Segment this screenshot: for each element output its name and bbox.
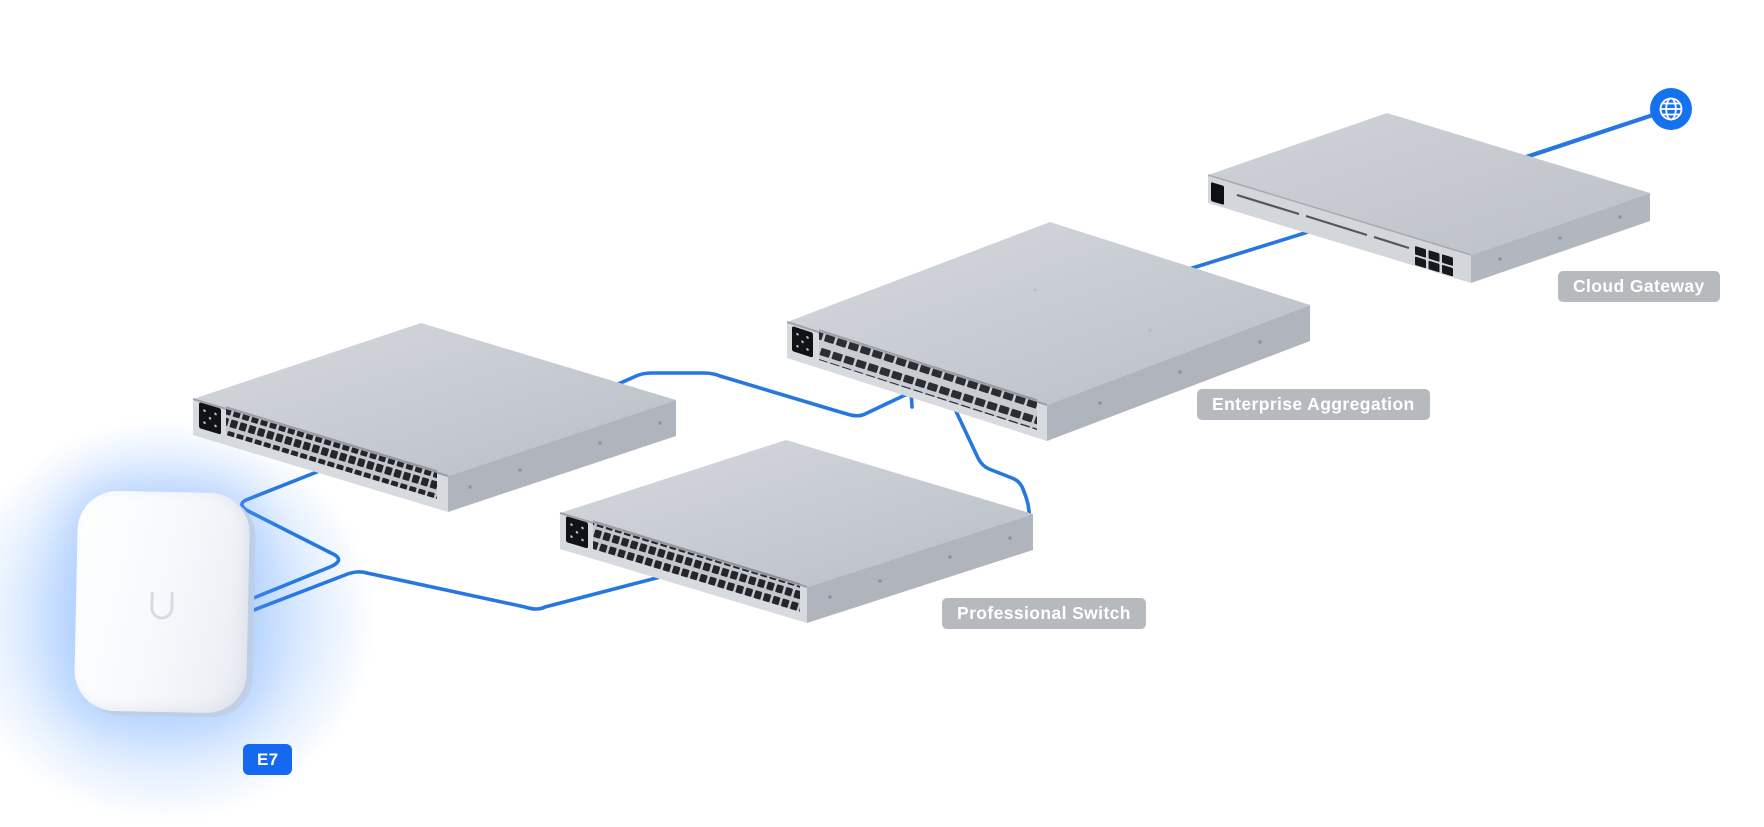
- globe-icon: [1650, 88, 1692, 130]
- side-screws: [468, 421, 662, 489]
- e7-badge: E7: [243, 744, 293, 775]
- e7-body: [73, 490, 251, 714]
- cable-aggregation-gateway: [1184, 230, 1310, 272]
- port-strip: [226, 409, 437, 499]
- side-face: [807, 514, 1033, 623]
- cable-e7-switch1: [240, 464, 341, 603]
- professional-switch-2: [559, 440, 1033, 623]
- side-screws: [828, 536, 1012, 599]
- top-face: [787, 222, 1310, 405]
- port-strip: [819, 332, 1037, 430]
- vent-slots: [1236, 193, 1410, 250]
- side-face: [448, 400, 676, 512]
- side-screws: [1098, 340, 1262, 405]
- front-face: [1208, 175, 1471, 283]
- status-screen: [566, 516, 588, 549]
- top-face: [560, 440, 1033, 587]
- enterprise-aggregation-switch: [786, 222, 1310, 441]
- status-screen: [792, 326, 813, 358]
- port-cluster: [1415, 246, 1453, 277]
- side-screws: [1498, 215, 1622, 261]
- cloud-gateway-device: [1207, 113, 1650, 283]
- label-cloud-gateway: Cloud Gateway: [1558, 271, 1720, 302]
- label-professional-switch: Professional Switch: [942, 598, 1146, 629]
- e7-access-point: [73, 490, 257, 718]
- cable-aggregation-switch2: [944, 388, 1032, 520]
- ubiquiti-logo-icon: [150, 591, 174, 620]
- professional-switch-1: [192, 323, 676, 512]
- side-face: [1047, 305, 1310, 441]
- status-screen: [199, 402, 221, 435]
- top-face: [1208, 113, 1650, 255]
- top-face: [193, 323, 676, 476]
- cable-e7-switch2: [244, 570, 666, 615]
- top-screws: [1033, 288, 1152, 332]
- port-strip: [593, 523, 800, 612]
- label-enterprise-aggregation: Enterprise Aggregation: [1197, 389, 1430, 420]
- power-port: [1211, 182, 1224, 205]
